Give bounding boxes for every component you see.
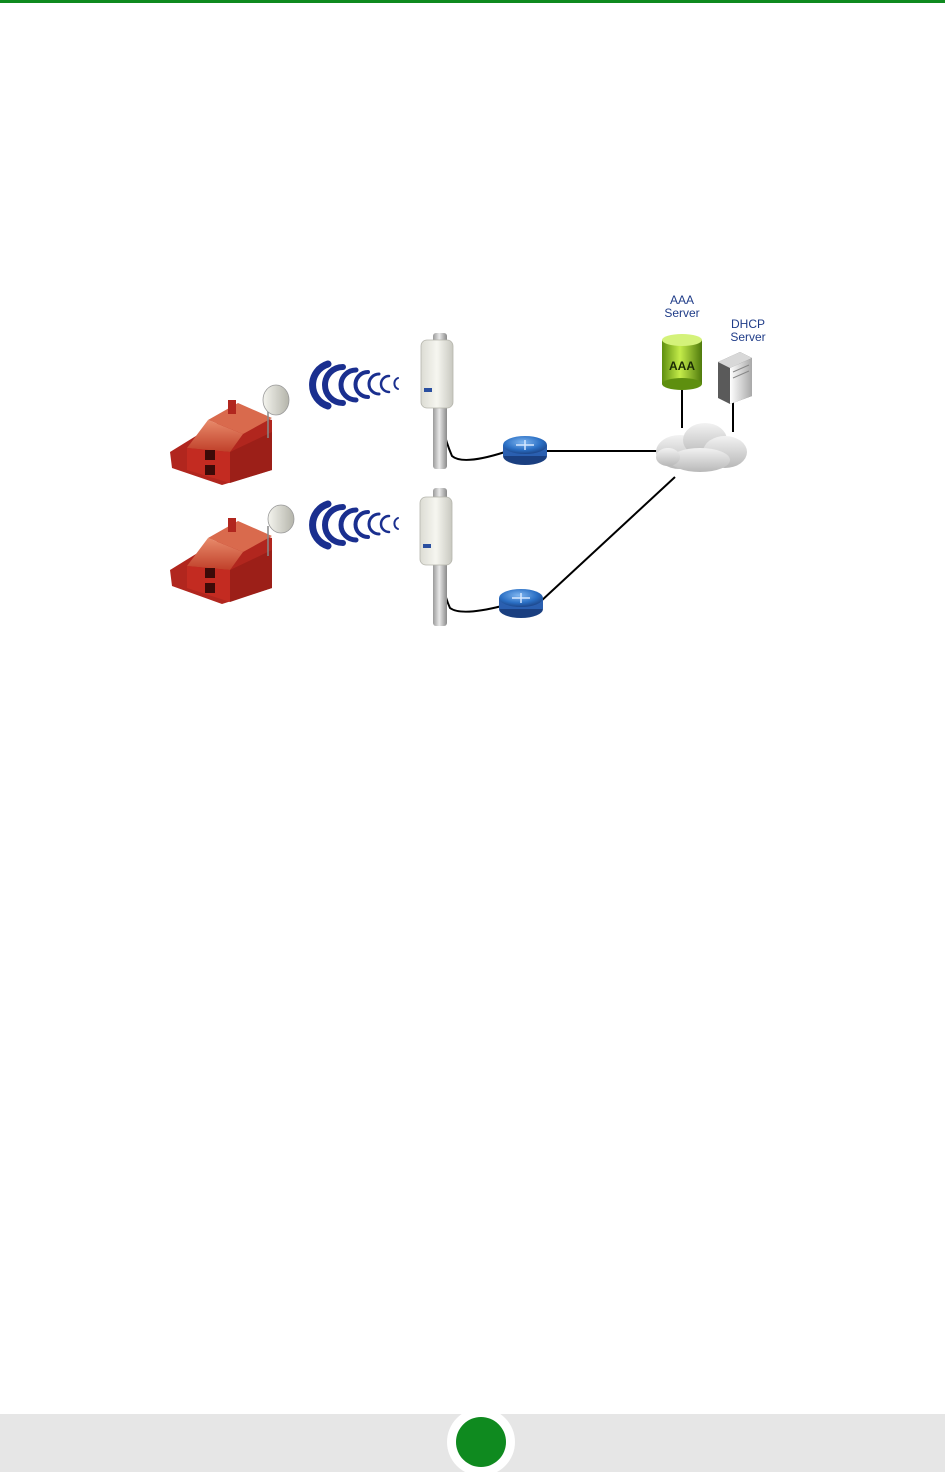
link-router2-cloud	[540, 477, 675, 602]
dhcp-server-label: DHCP Server	[718, 318, 778, 344]
signal-waves-icon	[313, 364, 398, 406]
network-diagram	[0, 0, 945, 700]
cpe-antenna-icon	[263, 385, 289, 415]
house-icon	[170, 518, 272, 604]
connection-lines	[440, 390, 733, 612]
signal-waves-icon	[313, 504, 398, 546]
base-station-icon	[420, 488, 452, 626]
page-marker-dot	[456, 1417, 506, 1467]
aaa-badge-text: AAA	[662, 359, 702, 373]
house-icon	[170, 400, 272, 485]
cpe-antenna-icon	[268, 505, 294, 533]
page-badge	[447, 1408, 515, 1476]
router-icon	[499, 589, 543, 618]
aaa-server-label: AAA Server	[652, 294, 712, 320]
router-icon	[503, 436, 547, 465]
dhcp-server-icon	[718, 352, 752, 404]
